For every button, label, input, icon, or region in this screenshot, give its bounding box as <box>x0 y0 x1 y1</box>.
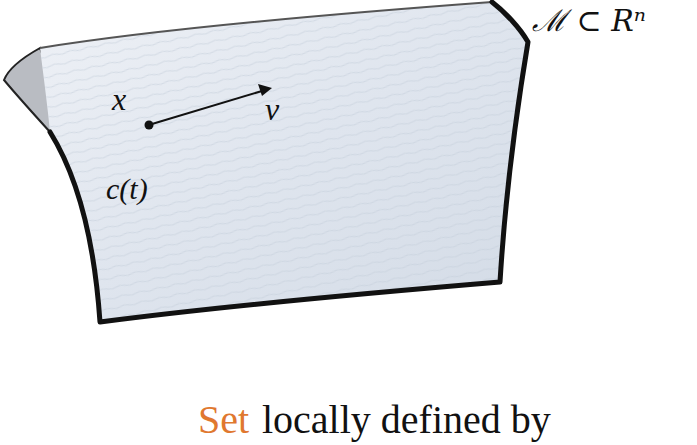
set-label: ℳ ⊂ Rⁿ <box>532 4 646 37</box>
highlight-word: Set <box>198 398 249 442</box>
vector-label: v <box>265 92 279 127</box>
point-x <box>145 121 154 130</box>
point-label: x <box>112 82 126 117</box>
tangent-vector <box>152 91 262 124</box>
curve-label: c(t) <box>106 172 148 205</box>
surface-edge <box>50 2 528 322</box>
surface-texture <box>40 2 528 322</box>
surface-edge <box>40 2 492 48</box>
caption-text: locally defined by <box>262 398 551 442</box>
manifold-surface <box>40 2 528 322</box>
